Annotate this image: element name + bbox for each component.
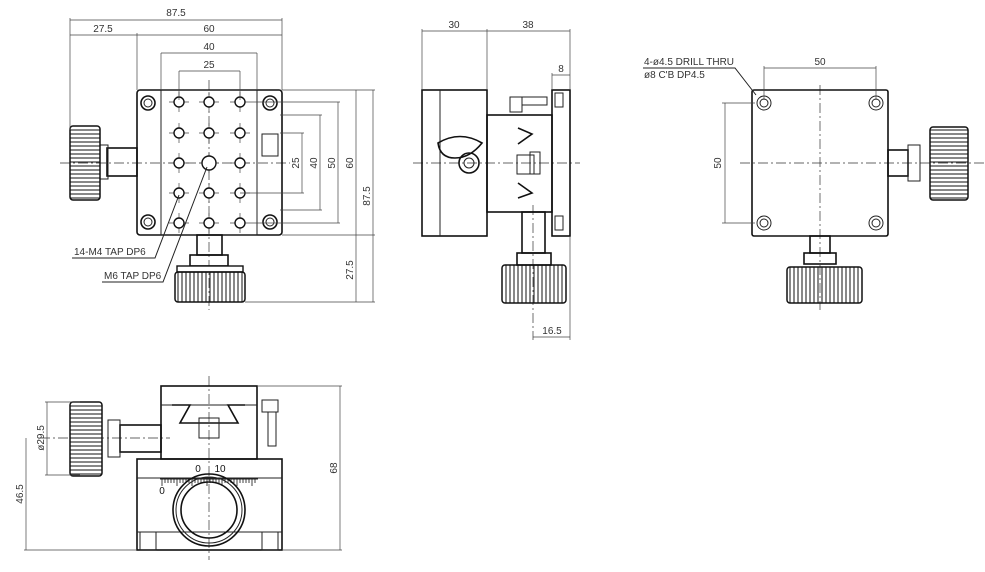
dim-8: 8 bbox=[558, 64, 564, 75]
lock-lever bbox=[437, 135, 484, 159]
m4-tapped-hole bbox=[203, 96, 215, 108]
dim-v60: 60 bbox=[345, 157, 356, 169]
counterbore-holes bbox=[756, 95, 884, 231]
knob-shaft bbox=[106, 147, 138, 177]
micrometer-knob-right bbox=[929, 126, 969, 201]
dim-46-5: 46.5 bbox=[15, 484, 26, 504]
top-view: 87.5 27.5 60 40 25 25 40 50 60 87.5 27.5… bbox=[60, 8, 375, 310]
scale-label-0: 0 bbox=[195, 464, 201, 475]
m4-tapped-hole bbox=[173, 217, 185, 229]
dim-27-5: 27.5 bbox=[93, 24, 113, 35]
micrometer-knob-bottom bbox=[174, 271, 246, 303]
micrometer-knob bbox=[501, 264, 567, 304]
dim-50-h: 50 bbox=[814, 57, 826, 68]
side-view: 30 38 8 16.5 bbox=[413, 20, 580, 340]
base-block bbox=[136, 458, 283, 551]
dim-30: 30 bbox=[448, 20, 460, 31]
dim-v27-5: 27.5 bbox=[345, 260, 356, 280]
m4-tapped-hole bbox=[173, 127, 185, 139]
m4-tapped-hole bbox=[203, 127, 215, 139]
label-drill-thru: 4-ø4.5 DRILL THRU bbox=[644, 57, 734, 68]
label-counterbore: ø8 C'B DP4.5 bbox=[644, 70, 705, 81]
dim-v40: 40 bbox=[309, 157, 320, 169]
dim-40: 40 bbox=[203, 42, 215, 53]
tapped-holes bbox=[169, 92, 250, 233]
dim-60: 60 bbox=[203, 24, 215, 35]
base-plate bbox=[551, 89, 571, 237]
corner-bolts bbox=[140, 95, 278, 230]
dim-87-5: 87.5 bbox=[166, 8, 186, 19]
scale-label-10: 10 bbox=[214, 464, 226, 475]
micrometer-ring bbox=[172, 473, 246, 547]
micrometer-knob-left bbox=[69, 125, 101, 201]
label-m6-tap: M6 TAP DP6 bbox=[104, 271, 162, 282]
dim-v50: 50 bbox=[327, 157, 338, 169]
dim-knob-diameter: ø29.5 bbox=[36, 425, 47, 451]
dim-38: 38 bbox=[522, 20, 534, 31]
front-view: ø29.5 46.5 68 0 10 0 bbox=[15, 376, 342, 560]
dim-v25: 25 bbox=[291, 157, 302, 169]
m4-tapped-hole bbox=[234, 217, 246, 229]
m6-tapped-hole bbox=[201, 155, 217, 171]
m4-tapped-hole bbox=[203, 217, 215, 229]
dim-50-v: 50 bbox=[713, 157, 724, 169]
scale-label-0-lower: 0 bbox=[159, 486, 165, 497]
dim-25: 25 bbox=[203, 60, 215, 71]
label-m4-tap: 14-M4 TAP DP6 bbox=[74, 247, 146, 258]
dim-16-5: 16.5 bbox=[542, 326, 562, 337]
micrometer-knob-bottom bbox=[786, 266, 863, 304]
micrometer-knob-left bbox=[69, 401, 103, 477]
m4-tapped-hole bbox=[173, 187, 185, 199]
dim-v87-5: 87.5 bbox=[362, 186, 373, 206]
m4-tapped-hole bbox=[173, 157, 185, 169]
dim-68: 68 bbox=[329, 462, 340, 474]
m4-tapped-hole bbox=[234, 157, 246, 169]
m4-tapped-hole bbox=[234, 127, 246, 139]
m4-tapped-hole bbox=[203, 187, 215, 199]
bottom-view: 50 50 4-ø4.5 DRILL THRU ø8 C'B DP4.5 bbox=[643, 57, 985, 310]
